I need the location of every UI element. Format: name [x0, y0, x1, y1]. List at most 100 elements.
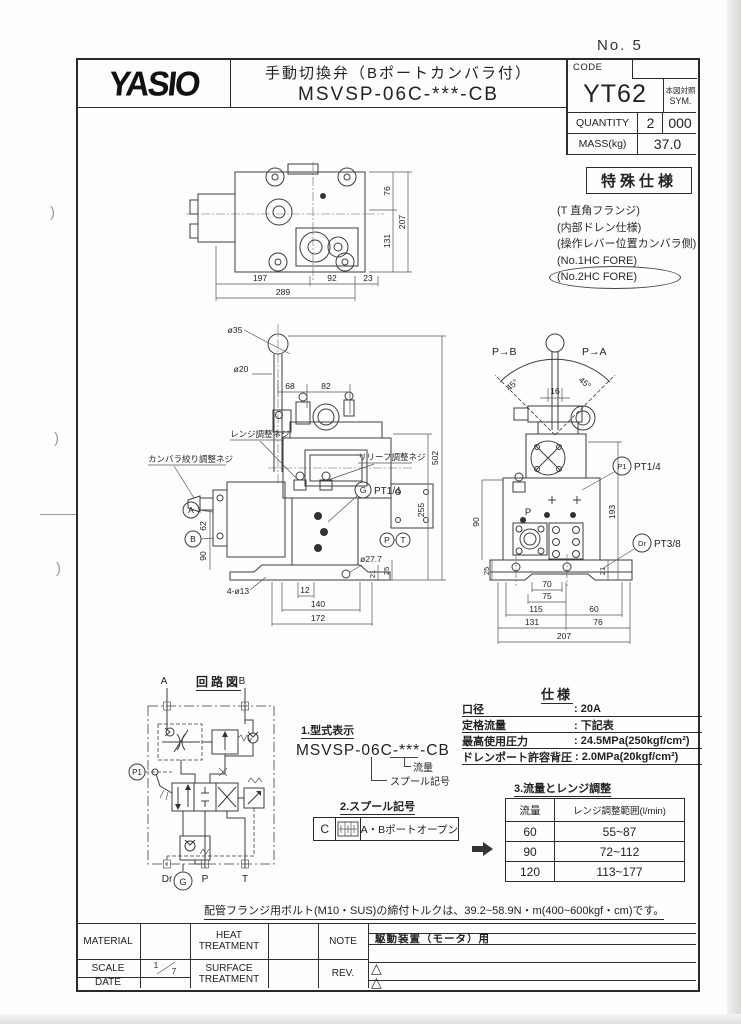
svg-text:131: 131 [525, 617, 539, 627]
spool-desc: A・Bポートオープン [360, 823, 458, 836]
front-view-drawing: ø35 ø20 68 82 62 90 12 140 172 ø27.7 [148, 324, 446, 626]
special-note-ellipse [549, 266, 681, 289]
spec-label: 口径 [462, 703, 484, 716]
scan-edge-bottom [0, 1014, 741, 1024]
svg-text:76: 76 [593, 617, 603, 627]
model-code-value: MSVSP-06C-***-CB [296, 742, 450, 759]
mass-value: 37.0 [637, 133, 697, 154]
svg-text:172: 172 [311, 613, 325, 623]
svg-text:リリーフ調整ネジ: リリーフ調整ネジ [358, 452, 426, 462]
sym-label-en: SYM. [669, 95, 692, 106]
quantity-value: 2 [637, 112, 663, 133]
scan-edge-right [727, 0, 741, 1024]
top-view-dimensions: 197 92 23 289 76 131 207 [215, 171, 412, 301]
spec-row: 口径 : 20A [462, 701, 702, 717]
spec-title: 仕様 [541, 684, 574, 704]
top-view-geometry [186, 162, 384, 280]
svg-text:T: T [242, 874, 248, 885]
spool-title: 2.スプール記号 [340, 798, 416, 815]
title-cell: 手動切換弁（Bポートカンバラ付） MSVSP-06C-***-CB [231, 60, 567, 108]
svg-text:92: 92 [327, 273, 337, 283]
svg-text:P: P [384, 535, 390, 545]
svg-text:1: 1 [154, 961, 159, 970]
svg-text:21: 21 [368, 570, 377, 578]
circuit-title: 回路図 [196, 675, 242, 691]
svg-text:25: 25 [382, 567, 391, 575]
range-value: 113~177 [596, 864, 643, 879]
svg-text:131: 131 [382, 234, 392, 248]
svg-text:21: 21 [598, 567, 607, 575]
spec-row: ドレンポート許容背圧 : 2.0MPa(20kgf/cm²) [462, 749, 702, 765]
company-logo: YASIO [107, 63, 201, 103]
svg-text:140: 140 [311, 599, 325, 609]
svg-text:A: A [188, 505, 194, 515]
spec-label: ドレンポート許容背圧 [462, 751, 572, 764]
range-value: 72~112 [599, 844, 640, 859]
flow-row: 120 113~177 [506, 862, 684, 881]
special-note-1: (T 直角フランジ) [557, 205, 640, 217]
spool-box: C A・Bポートオープン [313, 817, 459, 841]
special-spec-box: 特殊仕様 [586, 167, 692, 194]
svg-text:ø27.7: ø27.7 [360, 554, 382, 564]
circuit-port-labels: A B P1 Dr G P T [132, 676, 248, 891]
flow-value: 60 [506, 822, 555, 841]
spec-value: : 2.0MPa(20kgf/cm²) [575, 750, 679, 763]
svg-text:16: 16 [550, 386, 560, 396]
side-view-dimensions: P→B P→A 45° 45° 16 90 25 193 21 70 75 [471, 346, 631, 644]
spool-code: C [314, 818, 337, 840]
drawing-model: MSVSP-06C-***-CB [298, 83, 499, 105]
note-label: NOTE [329, 935, 357, 947]
spec-row: 定格流量 : 下記表 [462, 717, 702, 733]
svg-text:B: B [190, 534, 196, 544]
special-note-4: (No.1HC FORE) [557, 254, 638, 267]
drawing-title: 手動切換弁（Bポートカンバラ付） [264, 64, 532, 82]
quantity-extra: 000 [662, 112, 697, 133]
flow-value: 120 [506, 862, 555, 881]
sheet-number: No. 5 [597, 37, 643, 54]
svg-text:197: 197 [253, 273, 267, 283]
code-value: YT62 [583, 79, 647, 108]
side-view-geometry [489, 333, 633, 586]
date-label: DATE [95, 977, 121, 988]
spec-label: 最高使用圧力 [462, 735, 528, 748]
svg-text:23: 23 [363, 273, 373, 283]
flow-row: 90 72~112 [506, 842, 684, 862]
svg-text:7: 7 [172, 967, 177, 976]
spec-label: 定格流量 [462, 719, 506, 732]
range-col-header: レンジ調整範囲(l/min) [573, 806, 666, 817]
model-spool-label: スプール記号 [390, 777, 450, 788]
svg-text:P→A: P→A [582, 346, 607, 358]
flow-row-arrow [472, 842, 493, 856]
flow-col-header: 流量 [506, 799, 555, 821]
spec-value: : 下記表 [574, 719, 614, 732]
revision-triangle: △ [371, 960, 382, 976]
spec-value: : 24.5MPa(250kgf/cm²) [574, 734, 690, 747]
margin-mark: ) [56, 560, 61, 577]
model-code-title: 1.型式表示 [301, 722, 355, 739]
special-note-3: (操作レバー位置カンバラ側) [557, 238, 697, 250]
svg-text:B: B [239, 676, 246, 687]
svg-text:P→B: P→B [492, 346, 517, 358]
revision-triangle: △ [371, 974, 382, 990]
svg-text:68: 68 [285, 381, 295, 391]
side-view-callouts: P P1 PT1/4 Dr PT3/8 [525, 456, 681, 570]
margin-mark: ) [50, 204, 55, 221]
margin-mark: ) [54, 430, 59, 447]
spec-list: 口径 : 20A 定格流量 : 下記表 最高使用圧力 : 24.5MPa(250… [462, 701, 702, 765]
svg-text:レンジ調整ネジ: レンジ調整ネジ [230, 429, 290, 439]
flow-row: 60 55~87 [506, 822, 684, 842]
svg-text:90: 90 [198, 551, 208, 561]
svg-text:502: 502 [430, 451, 440, 465]
circuit-geometry [128, 688, 275, 871]
svg-text:207: 207 [397, 215, 407, 229]
side-view-drawing: P→B P→A 45° 45° 16 90 25 193 21 70 75 [471, 333, 681, 644]
svg-text:P1: P1 [132, 768, 142, 777]
svg-text:193: 193 [607, 505, 617, 519]
svg-text:45°: 45° [504, 377, 520, 393]
code-notch-cell [632, 60, 697, 79]
svg-text:90: 90 [471, 517, 481, 527]
svg-text:G: G [179, 877, 186, 887]
svg-text:P1: P1 [617, 462, 626, 471]
svg-text:カンバラ絞り調整ネジ: カンバラ絞り調整ネジ [148, 454, 233, 464]
